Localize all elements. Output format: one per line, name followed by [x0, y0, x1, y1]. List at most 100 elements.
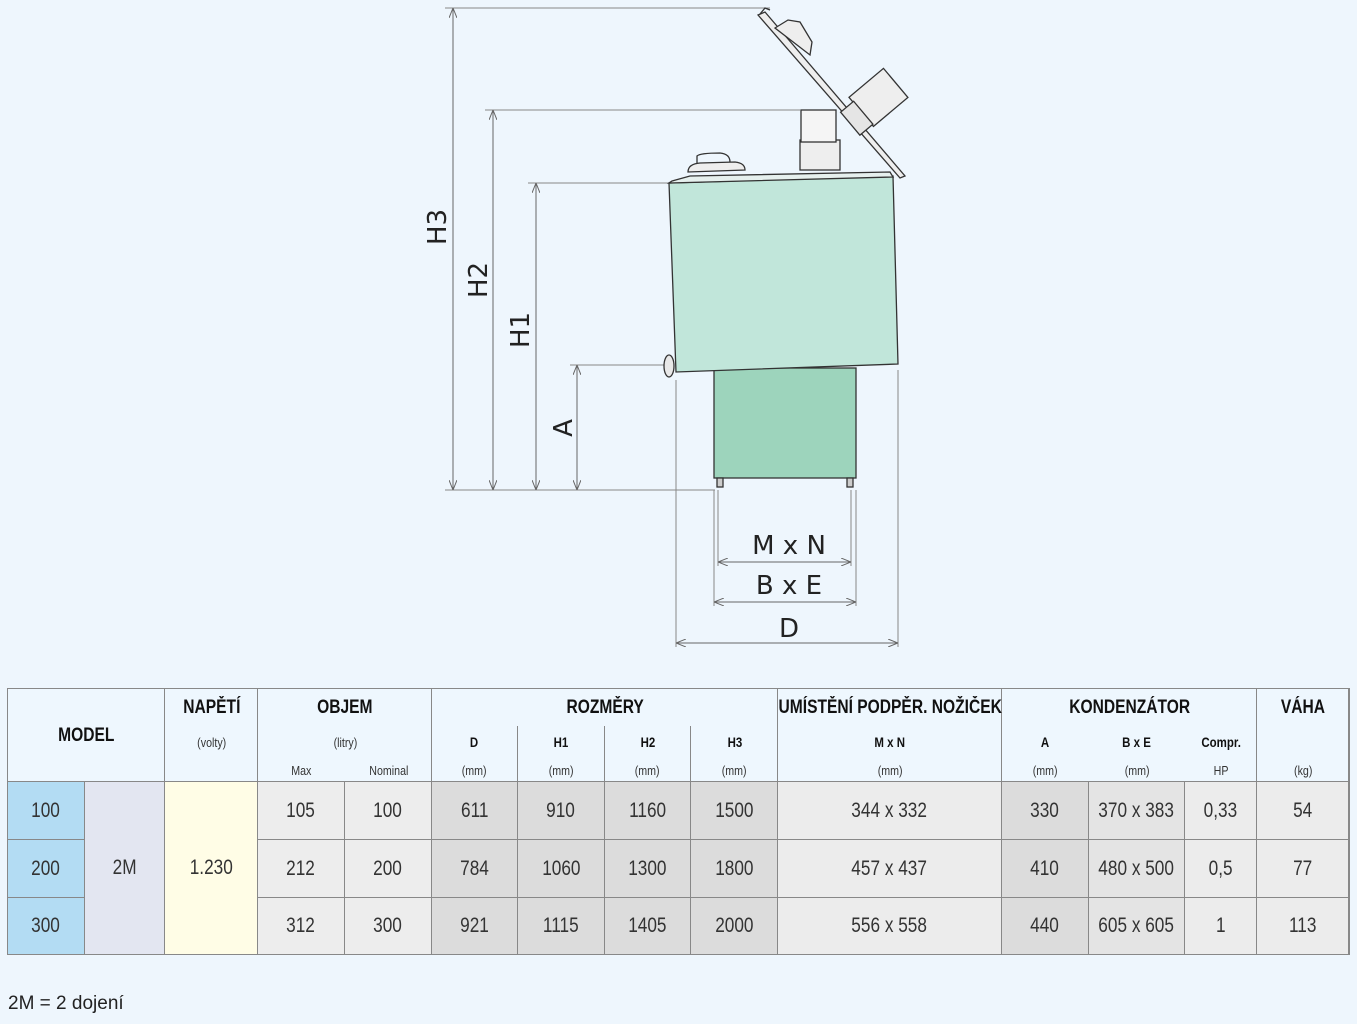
cell-d: 921 — [432, 898, 518, 955]
cell-h1: 910 — [518, 782, 605, 840]
header-max: Max — [258, 758, 345, 782]
header-h2: H2 — [605, 726, 691, 758]
label-h1: H1 — [506, 312, 536, 348]
extension-lines — [445, 7, 899, 647]
header-bxe-unit: (mm) — [1089, 758, 1185, 782]
header-objem: OBJEM — [258, 689, 432, 726]
cell-mxn: 457 x 437 — [778, 840, 1002, 898]
header-h1: H1 — [518, 726, 605, 758]
header-napeti: NAPĚTÍ — [165, 689, 258, 726]
header-hp-text: HP — [1213, 762, 1229, 778]
header-umisteni: UMÍSTĚNÍ PODPĚR. NOŽIČEK — [778, 689, 1002, 726]
cell-nominal: 200 — [345, 840, 432, 898]
cell-h1-text: 1115 — [543, 914, 579, 937]
tank-body — [668, 175, 899, 373]
header-a: A — [1002, 726, 1089, 758]
header-max-text: Max — [291, 762, 312, 778]
header-kondenzator: KONDENZÁTOR — [1002, 689, 1257, 726]
cell-nominal: 100 — [345, 782, 432, 840]
header-h1-text: H1 — [553, 734, 569, 750]
header-objem-text: OBJEM — [317, 696, 373, 718]
cell-d: 611 — [432, 782, 518, 840]
cell-model: 300 — [8, 898, 85, 955]
cell-vaha: 54 — [1257, 782, 1349, 840]
cell-vaha-text: 113 — [1288, 914, 1317, 937]
header-group — [258, 689, 432, 782]
cell-model: 200 — [8, 840, 85, 898]
cell-bxe: 480 x 500 — [1089, 840, 1185, 898]
cell-bxe-text: 370 x 383 — [1098, 798, 1175, 822]
cell-h2-text: 1300 — [628, 856, 667, 880]
header-compr: Compr. — [1185, 726, 1257, 758]
header-h1-unit-text: (mm) — [548, 762, 574, 778]
header-bxe: B x E — [1089, 726, 1185, 758]
header-group — [8, 689, 165, 782]
header-nominal-text: Nominal — [368, 762, 409, 778]
specs-table: MODEL NAPĚTÍ (volty) OBJEM (litry) Max Nominal… — [7, 688, 1350, 955]
cell-mxn: 344 x 332 — [778, 782, 1002, 840]
header-model-text: MODEL — [58, 724, 115, 746]
header-h3-unit-text: (mm) — [722, 762, 747, 778]
header-mxn: M x N — [778, 726, 1002, 758]
header-objem-unit: (litry) — [258, 726, 432, 758]
cell-compr-text: 0,5 — [1208, 856, 1233, 880]
cell-compr-text: 0,33 — [1203, 798, 1238, 822]
tank-dimension-diagram: H3 H2 H1 A M x N B x E D — [423, 7, 909, 647]
cell-h2: 1405 — [605, 898, 691, 955]
cell-bxe: 605 x 605 — [1089, 898, 1185, 955]
agitator-motor — [799, 139, 841, 171]
cell-d: 784 — [432, 840, 518, 898]
dimension-arrows — [453, 9, 897, 643]
label-h3: H3 — [423, 209, 453, 245]
tank-foot — [716, 477, 724, 488]
cell-h3: 2000 — [691, 898, 778, 955]
header-kg: (kg) — [1257, 758, 1349, 782]
milk-tank — [663, 7, 909, 488]
cell-d-text: 921 — [460, 914, 489, 937]
label-a: A — [549, 419, 579, 437]
header-d-text: D — [470, 734, 479, 750]
header-h1-unit: (mm) — [518, 758, 605, 782]
cell-compr-text: 1 — [1215, 914, 1226, 937]
header-group — [778, 689, 1002, 782]
cell-h3-text: 2000 — [714, 914, 754, 937]
cell-h2-text: 1160 — [628, 798, 667, 822]
label-d: D — [779, 614, 799, 644]
cell-compr: 0,5 — [1185, 840, 1257, 898]
cell-max: 312 — [258, 898, 345, 955]
header-h2-text: H2 — [640, 734, 655, 750]
cell-model: 100 — [8, 782, 85, 840]
cell-h1: 1060 — [518, 840, 605, 898]
cell-bxe: 370 x 383 — [1089, 782, 1185, 840]
voltage-text: 1.230 — [189, 856, 233, 879]
cell-h1: 1115 — [518, 898, 605, 955]
header-group — [1257, 689, 1349, 782]
cell-max-text: 212 — [286, 856, 316, 880]
header-napeti-unit-text: (volty) — [196, 734, 227, 750]
voltage: 1.230 — [165, 782, 258, 955]
header-a-text: A — [1041, 734, 1050, 750]
header-hp: HP — [1185, 758, 1257, 782]
cell-mxn-text: 457 x 437 — [851, 856, 928, 880]
tank-foot — [846, 477, 854, 488]
cell-nominal: 300 — [345, 898, 432, 955]
cell-max: 212 — [258, 840, 345, 898]
footnote: 2M = 2 dojení — [8, 993, 124, 1014]
cell-a: 330 — [1002, 782, 1089, 840]
cell-model-text: 200 — [31, 856, 61, 880]
cell-h3-text: 1500 — [714, 798, 754, 822]
header-mxn-unit-text: (mm) — [877, 762, 903, 778]
cell-h2-text: 1405 — [628, 914, 667, 937]
header-nominal: Nominal — [345, 758, 432, 782]
cell-compr: 1 — [1185, 898, 1257, 955]
header-umisteni-text: UMÍSTĚNÍ PODPĚR. NOŽIČEK — [778, 696, 1002, 718]
cell-h1-text: 1060 — [541, 856, 581, 880]
cell-compr: 0,33 — [1185, 782, 1257, 840]
cell-bxe-text: 605 x 605 — [1098, 914, 1175, 937]
header-vaha: VÁHA — [1257, 689, 1349, 726]
cell-nominal-text: 300 — [373, 914, 403, 937]
cell-mxn-text: 556 x 558 — [851, 914, 928, 937]
header-group — [165, 689, 258, 782]
header-bxe-text: B x E — [1122, 734, 1152, 750]
